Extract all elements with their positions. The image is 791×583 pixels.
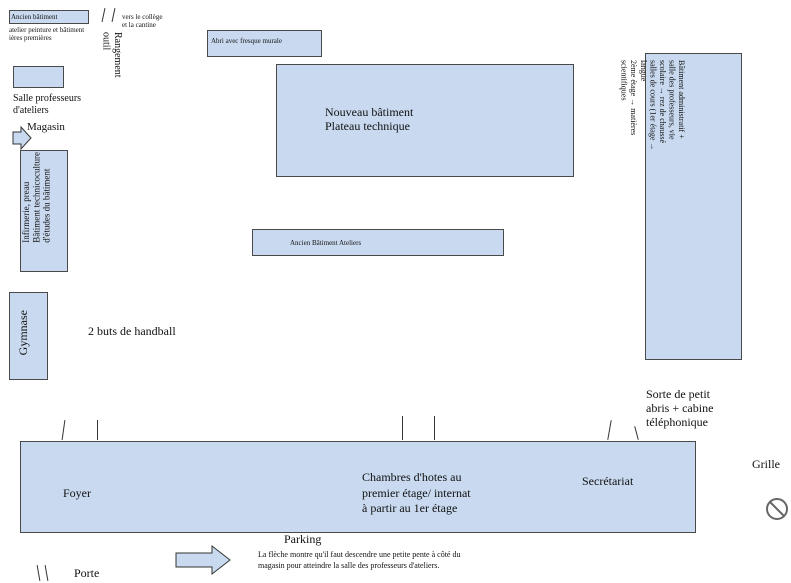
nouveau-batiment-box: [276, 64, 574, 177]
batiment-admin-box: [645, 53, 742, 360]
nouveau-batiment-label: Nouveau bâtiment Plateau technique: [325, 105, 414, 133]
gymnase-box: [9, 292, 48, 380]
abri-fresque-box: [207, 30, 322, 57]
door-mark: [97, 420, 98, 440]
grille-label: Grille: [752, 457, 780, 471]
porte-label: Porte: [74, 566, 100, 580]
ancien-batiment-label: Ancien bâtiment: [11, 13, 58, 21]
vers-college-label: vers le collège et la cantine: [122, 13, 163, 30]
ancien-batiment-box: [9, 10, 89, 24]
arrow-down-icon: [12, 125, 32, 151]
salle-professeurs-box: [13, 66, 64, 88]
secretariat-label: Secrétariat: [582, 474, 634, 488]
handball-label: 2 buts de handball: [88, 324, 176, 338]
foyer-internat-box: [20, 441, 696, 533]
magasin-label: Magasin: [27, 121, 65, 133]
batiment-admin-label: Bâtiment administratif + salle des profe…: [619, 60, 687, 151]
atelier-peinture-label: atelier peinture et bâtiment ières premi…: [9, 26, 85, 43]
abri-fresque-label: Abri avec fresque murale: [211, 37, 282, 45]
door-mark: [434, 416, 435, 440]
arrow-right-icon: [175, 544, 231, 576]
ancien-ateliers-box: [252, 229, 504, 256]
no-entry-icon: [766, 498, 788, 520]
infirmerie-box: [20, 150, 68, 272]
door-mark: [402, 416, 403, 440]
fleche-note: La flèche montre qu'il faut descendre un…: [258, 550, 461, 571]
salle-professeurs-label: Salle professeurs d'ateliers: [13, 93, 82, 116]
chambres-label: Chambres d'hotes au premier étage/ inter…: [362, 470, 471, 516]
ancien-ateliers-label: Ancien Bâtiment Ateliers: [290, 239, 362, 247]
parking-label: Parking: [284, 532, 322, 546]
foyer-label: Foyer: [63, 486, 91, 500]
abris-cabine-label: Sorte de petit abris + cabine téléphoniq…: [646, 387, 714, 429]
rangement-label: Rangement outil: [100, 32, 124, 78]
